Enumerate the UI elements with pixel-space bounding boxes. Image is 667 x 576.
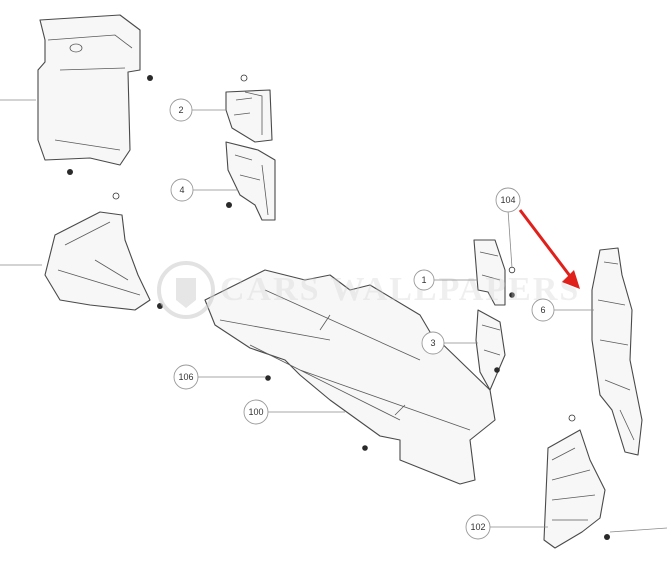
callout-104-label: 104 — [500, 195, 515, 205]
callout-3-label: 3 — [430, 338, 435, 348]
callout-4-label: 4 — [179, 185, 184, 195]
highlight-arrow — [518, 209, 580, 289]
part-2-clip — [225, 89, 273, 143]
upper-left-bracket — [0, 14, 141, 166]
callout-3: 3 — [421, 331, 445, 355]
watermark: CARS WALLPAPERS — [157, 261, 580, 319]
screw-fastener — [157, 266, 610, 540]
part-3-bracket — [475, 309, 506, 391]
leader-lines — [192, 109, 594, 528]
part-6-side-deflector — [591, 247, 643, 456]
callout-100: 100 — [243, 399, 269, 425]
callout-102-label: 102 — [470, 522, 485, 532]
part-102-lower-bracket — [543, 429, 667, 549]
watermark-text: CARS WALLPAPERS — [220, 271, 580, 308]
part-100-air-deflector — [204, 269, 496, 485]
callout-102: 102 — [465, 514, 491, 540]
callout-104: 104 — [495, 187, 521, 213]
callout-6-label: 6 — [540, 305, 545, 315]
callout-4: 4 — [170, 178, 194, 202]
callout-1: 1 — [413, 269, 435, 291]
callout-2: 2 — [169, 98, 193, 122]
callout-100-label: 100 — [248, 407, 263, 417]
callout-2-label: 2 — [178, 105, 183, 115]
callout-106: 106 — [173, 364, 199, 390]
callout-6: 6 — [531, 298, 555, 322]
part-4-bracket — [225, 141, 276, 221]
part-1-bracket — [473, 239, 506, 306]
callout-1-label: 1 — [421, 275, 426, 285]
callout-106-label: 106 — [178, 372, 193, 382]
lower-left-bracket — [0, 211, 151, 311]
screw-fastener — [67, 74, 248, 208]
